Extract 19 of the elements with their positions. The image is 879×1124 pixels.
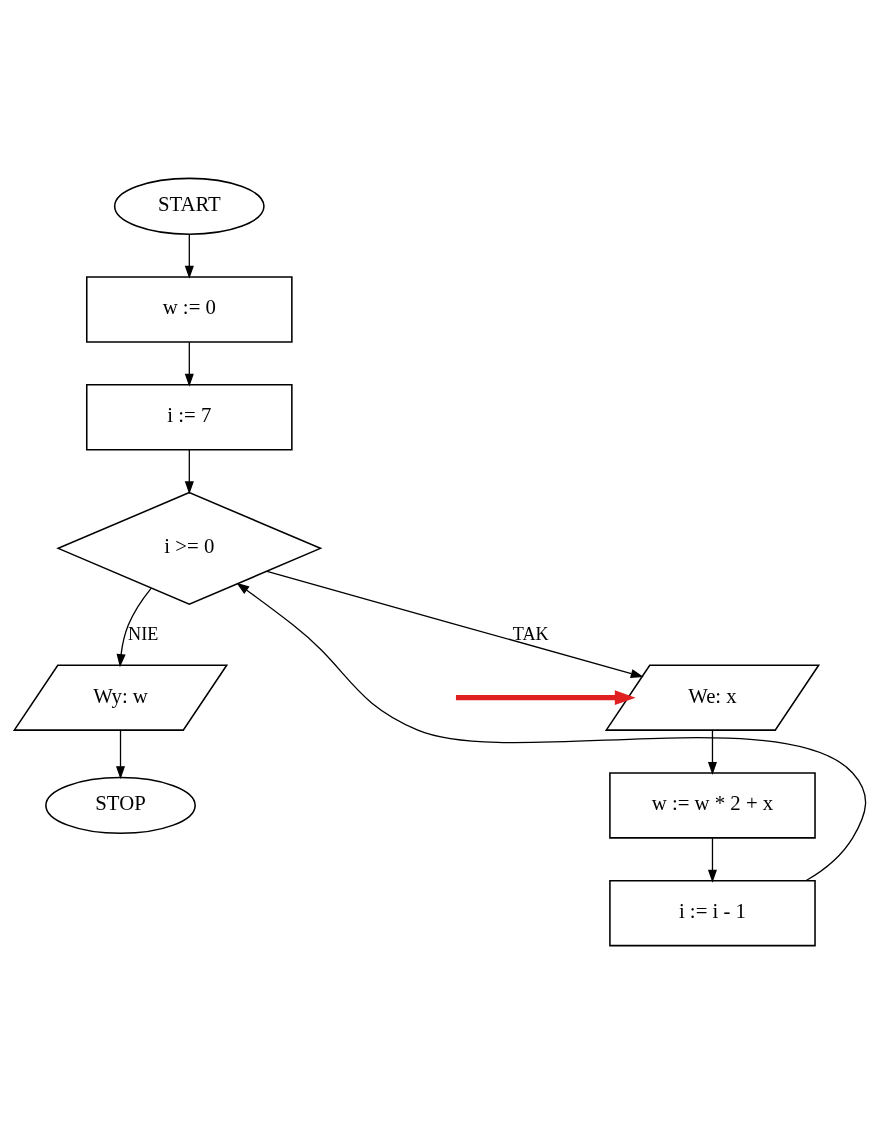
node-box: i := i - 1 bbox=[608, 879, 816, 947]
node-box: i := 7 bbox=[85, 384, 293, 451]
edge-label: NIE bbox=[127, 623, 158, 644]
arrow bbox=[235, 582, 866, 882]
node-box: w := 0 bbox=[85, 276, 293, 343]
node-ellipse: STOP bbox=[44, 776, 196, 835]
edge-label: TAK bbox=[512, 623, 549, 644]
arrow bbox=[707, 729, 717, 775]
arrow bbox=[265, 570, 644, 678]
arrow bbox=[455, 690, 636, 705]
node-box: w := w * 2 + x bbox=[608, 772, 816, 839]
arrow bbox=[184, 449, 194, 495]
node-diamond: i >= 0 bbox=[55, 491, 322, 606]
arrow bbox=[116, 587, 152, 668]
arrow bbox=[184, 233, 194, 279]
node-ellipse: START bbox=[113, 177, 265, 235]
arrow bbox=[184, 341, 194, 387]
arrow bbox=[707, 837, 717, 883]
arrow bbox=[115, 729, 125, 780]
